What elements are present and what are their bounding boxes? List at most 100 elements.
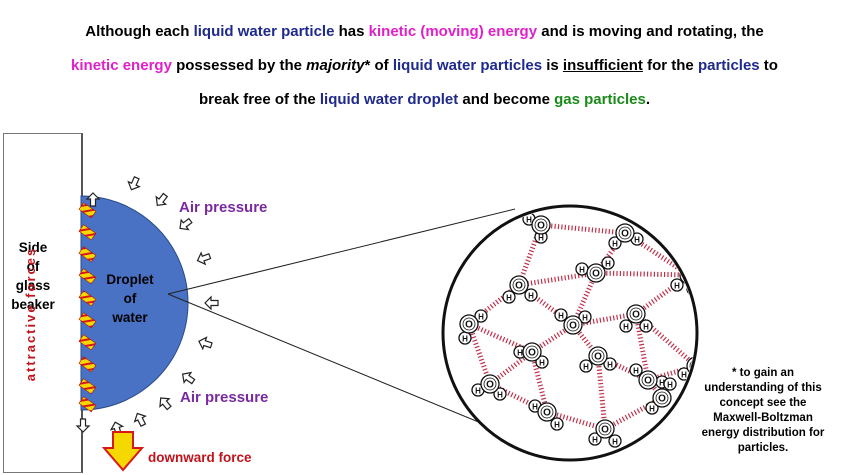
downward-force-label: downward force <box>148 450 252 465</box>
hydrogen-bond <box>529 351 550 413</box>
hydrogen-atom: H <box>629 363 643 377</box>
svg-text:O: O <box>621 229 629 240</box>
air-pressure-arrow <box>85 192 101 207</box>
svg-text:H: H <box>538 234 544 243</box>
svg-text:H: H <box>539 359 545 368</box>
hydrogen-bond <box>540 222 626 236</box>
air-pressure-arrow <box>127 176 141 191</box>
oxygen-atom: O <box>531 215 551 235</box>
caption-line-1: Although each liquid water particle has … <box>85 23 764 40</box>
svg-text:O: O <box>515 281 523 292</box>
svg-text:O: O <box>601 425 609 436</box>
svg-text:H: H <box>517 349 523 358</box>
air-pressure-arrow <box>198 336 213 351</box>
svg-text:O: O <box>644 376 652 387</box>
hydrogen-atom: H <box>603 357 617 371</box>
air-pressure-arrow <box>196 251 212 266</box>
oxygen-atom: O <box>652 388 672 408</box>
svg-text:H: H <box>506 294 512 303</box>
air-pressure-arrow <box>133 412 147 428</box>
hydrogen-bond <box>633 313 651 381</box>
svg-text:O: O <box>594 352 602 363</box>
air-pressure-arrow <box>204 295 219 311</box>
svg-text:H: H <box>612 438 618 447</box>
svg-text:H: H <box>667 381 673 390</box>
hydrogen-atom: H <box>608 236 622 250</box>
svg-text:H: H <box>659 379 665 388</box>
hydrogen-atom: H <box>524 288 538 302</box>
svg-text:H: H <box>462 335 468 344</box>
air-pressure-arrow <box>155 192 169 206</box>
oxygen-atom: O <box>586 263 606 283</box>
svg-text:H: H <box>475 387 481 396</box>
svg-text:H: H <box>674 282 680 291</box>
caption-line-2: kinetic energy possessed by the majority… <box>71 57 778 74</box>
oxygen-atom: O <box>537 402 557 422</box>
oxygen-atom: O <box>563 315 583 335</box>
svg-text:O: O <box>592 269 600 280</box>
svg-text:O: O <box>465 320 473 331</box>
svg-text:H: H <box>554 421 560 430</box>
attractive-force-bar <box>78 202 97 219</box>
svg-text:H: H <box>681 371 687 380</box>
svg-text:O: O <box>528 348 536 359</box>
hydrogen-bond <box>466 323 493 385</box>
air-pressure-arrow <box>181 371 196 385</box>
hydrogen-atom: H <box>493 387 507 401</box>
air-pressure-arrow <box>75 418 91 433</box>
hydrogen-atom: H <box>601 256 615 270</box>
svg-text:H: H <box>528 292 534 301</box>
svg-text:H: H <box>592 436 598 445</box>
attractive-force-bar <box>78 290 97 307</box>
attractive-force-bar <box>78 334 97 351</box>
svg-text:O: O <box>543 408 551 419</box>
svg-text:O: O <box>569 321 577 332</box>
water-droplet <box>80 195 189 411</box>
air-pressure-label-top: Air pressure <box>179 199 268 216</box>
svg-text:O: O <box>537 221 545 232</box>
zoom-line-bottom <box>167 293 516 438</box>
svg-text:H: H <box>526 216 532 225</box>
oxygen-atom: O <box>509 275 529 295</box>
glass-beaker-side <box>3 133 83 473</box>
oxygen-atom: O <box>522 342 542 362</box>
svg-text:H: H <box>532 403 538 412</box>
hydrogen-atom: H <box>458 331 472 345</box>
attractive-force-bar <box>78 224 97 241</box>
hydrogen-atom: H <box>474 309 488 323</box>
hydrogen-atom: H <box>670 278 684 292</box>
hydrogen-atom: H <box>645 401 659 415</box>
zoom-line-top <box>167 208 516 295</box>
attractive-force-bar <box>78 356 97 373</box>
svg-text:H: H <box>649 405 655 414</box>
svg-text:H: H <box>558 312 564 321</box>
hydrogen-atom: H <box>578 310 592 324</box>
oxygen-atom: O <box>595 419 615 439</box>
svg-text:H: H <box>623 323 629 332</box>
svg-text:H: H <box>634 236 640 245</box>
oxygen-atom: O <box>588 346 608 366</box>
hydrogen-atom: H <box>575 262 589 276</box>
hydrogen-atom: H <box>663 377 677 391</box>
svg-text:H: H <box>607 361 613 370</box>
svg-text:H: H <box>633 367 639 376</box>
attractive-force-bar <box>78 246 97 263</box>
hydrogen-atom: H <box>554 308 568 322</box>
air-pressure-arrow <box>179 217 193 231</box>
hydrogen-atom: H <box>639 319 653 333</box>
hydrogen-bond <box>596 353 650 383</box>
hydrogen-atom: H <box>502 290 516 304</box>
oxygen-atom: O <box>638 370 658 390</box>
attractive-force-bar <box>78 378 97 395</box>
oxygen-atom: O <box>480 374 500 394</box>
svg-text:H: H <box>605 260 611 269</box>
svg-text:H: H <box>478 313 484 322</box>
hydrogen-atom: H <box>619 319 633 333</box>
attractive-force-bar <box>78 268 97 285</box>
hydrogen-bond <box>518 270 597 288</box>
svg-text:O: O <box>658 394 666 405</box>
